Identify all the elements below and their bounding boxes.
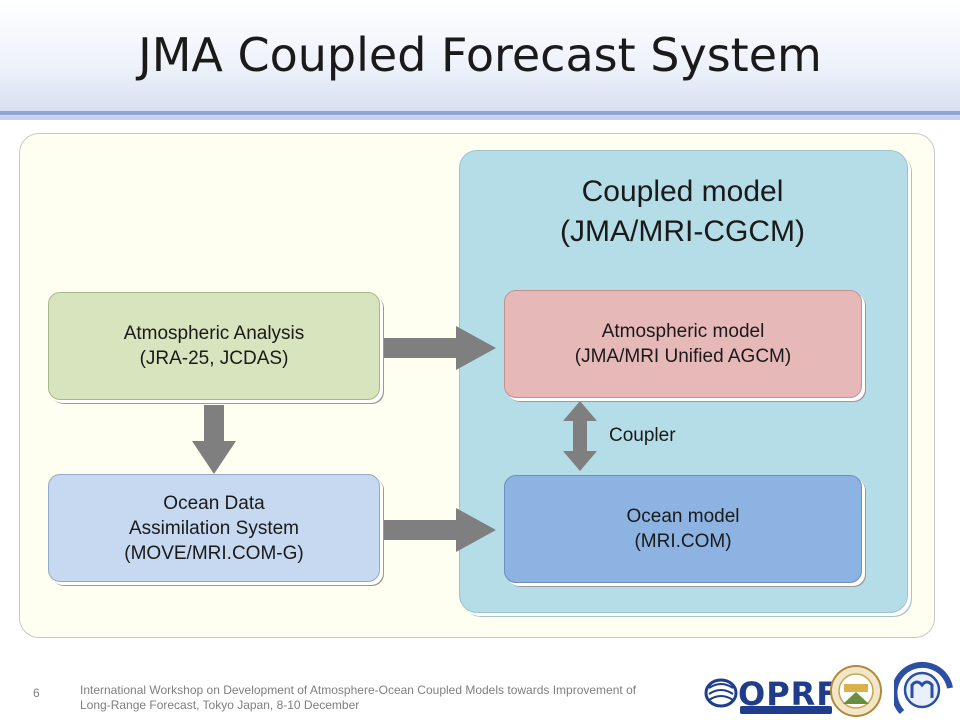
arrow-ocean-da-to-ocean-model [384, 508, 496, 552]
ocean-da-line1: Ocean Data [163, 492, 265, 514]
slide-header: JMA Coupled Forecast System [0, 0, 960, 120]
oprf-logo-subtitle-bar [740, 706, 832, 714]
ocean-model-line2: (MRI.COM) [634, 531, 732, 552]
footer-line1: International Workshop on Development of… [80, 683, 637, 697]
header-rule-light [0, 116, 960, 120]
page-number: 6 [33, 686, 40, 700]
arrow-analysis-to-atm-model [384, 326, 496, 370]
jma-logo-icon [894, 661, 953, 715]
atmospheric-model-line1: Atmospheric model [601, 321, 765, 342]
atmospheric-model-line2: (JMA/MRI Unified AGCM) [574, 346, 792, 367]
oprf-emblem-icon [704, 678, 738, 708]
research-institute-seal-icon [830, 665, 882, 717]
atmospheric-model-box: Atmospheric model (JMA/MRI Unified AGCM) [504, 290, 862, 398]
ocean-da-line2: Assimilation System [129, 517, 299, 539]
arrow-analysis-to-ocean-da [192, 405, 236, 474]
footer-text: International Workshop on Development of… [80, 683, 700, 713]
atmospheric-analysis-box: Atmospheric Analysis (JRA-25, JCDAS) [48, 292, 380, 400]
coupler-double-arrow [563, 401, 597, 471]
ocean-data-assimilation-box: Ocean Data Assimilation System (MOVE/MRI… [48, 474, 380, 582]
footer-line2: Long-Range Forecast, Tokyo Japan, 8-10 D… [80, 698, 360, 712]
atmospheric-analysis-line2: (JRA-25, JCDAS) [139, 348, 289, 369]
coupled-model-title: Coupled model (JMA/MRI-CGCM) [459, 172, 906, 252]
ocean-da-line3: (MOVE/MRI.COM-G) [124, 542, 304, 564]
coupler-label: Coupler [609, 425, 676, 446]
slide-title: JMA Coupled Forecast System [138, 28, 822, 82]
coupled-model-title-line1: Coupled model [581, 175, 784, 208]
ocean-model-box: Ocean model (MRI.COM) [504, 475, 862, 583]
atmospheric-analysis-line1: Atmospheric Analysis [123, 323, 305, 344]
ocean-model-line1: Ocean model [626, 506, 740, 527]
coupled-model-title-line2: (JMA/MRI-CGCM) [560, 215, 805, 248]
header-rule [0, 111, 960, 115]
